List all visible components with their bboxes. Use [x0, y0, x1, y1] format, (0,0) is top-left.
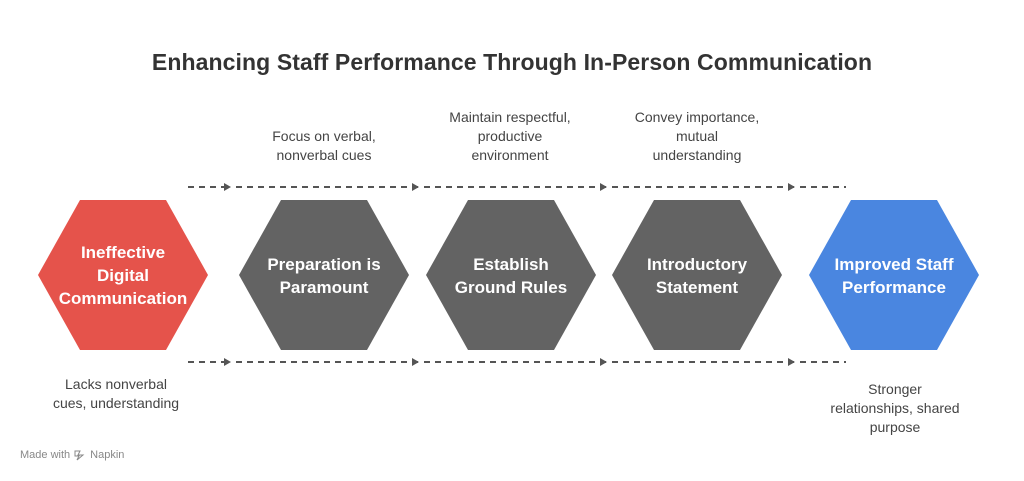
- hexagon-establish-ground-rules: [426, 200, 596, 350]
- hexagon-introductory-statement: [612, 200, 782, 350]
- note-ineffective: Lacks nonverbal cues, understanding: [52, 376, 180, 411]
- step-label-3: Establish Ground Rules: [454, 255, 568, 297]
- hexagon-preparation-is-paramount: [239, 200, 409, 350]
- note-improved: Stronger relationships, shared purpose: [830, 381, 960, 435]
- note-introductory: Convey importance, mutual understanding: [634, 109, 760, 163]
- step-label-2: Preparation is Paramount: [267, 255, 381, 297]
- step-label-4: Introductory Statement: [646, 255, 748, 297]
- note-ground-rules: Maintain respectful, productive environm…: [449, 109, 571, 163]
- brand-name: Napkin: [90, 449, 125, 461]
- made-with-text: Made with: [20, 449, 71, 461]
- hexagon-improved-staff-performance: [809, 200, 979, 350]
- step-label-5: Improved Staff Performance: [834, 255, 954, 297]
- hexagon-ineffective-digital-communication: [38, 200, 208, 350]
- diagram-title: Enhancing Staff Performance Through In-P…: [151, 49, 873, 75]
- footer: Made with Napkin: [20, 449, 124, 461]
- note-preparation: Focus on verbal, nonverbal cues: [272, 128, 376, 163]
- step-label-1: Ineffective Digital Communication: [58, 243, 188, 308]
- napkin-logo-icon: [74, 450, 85, 461]
